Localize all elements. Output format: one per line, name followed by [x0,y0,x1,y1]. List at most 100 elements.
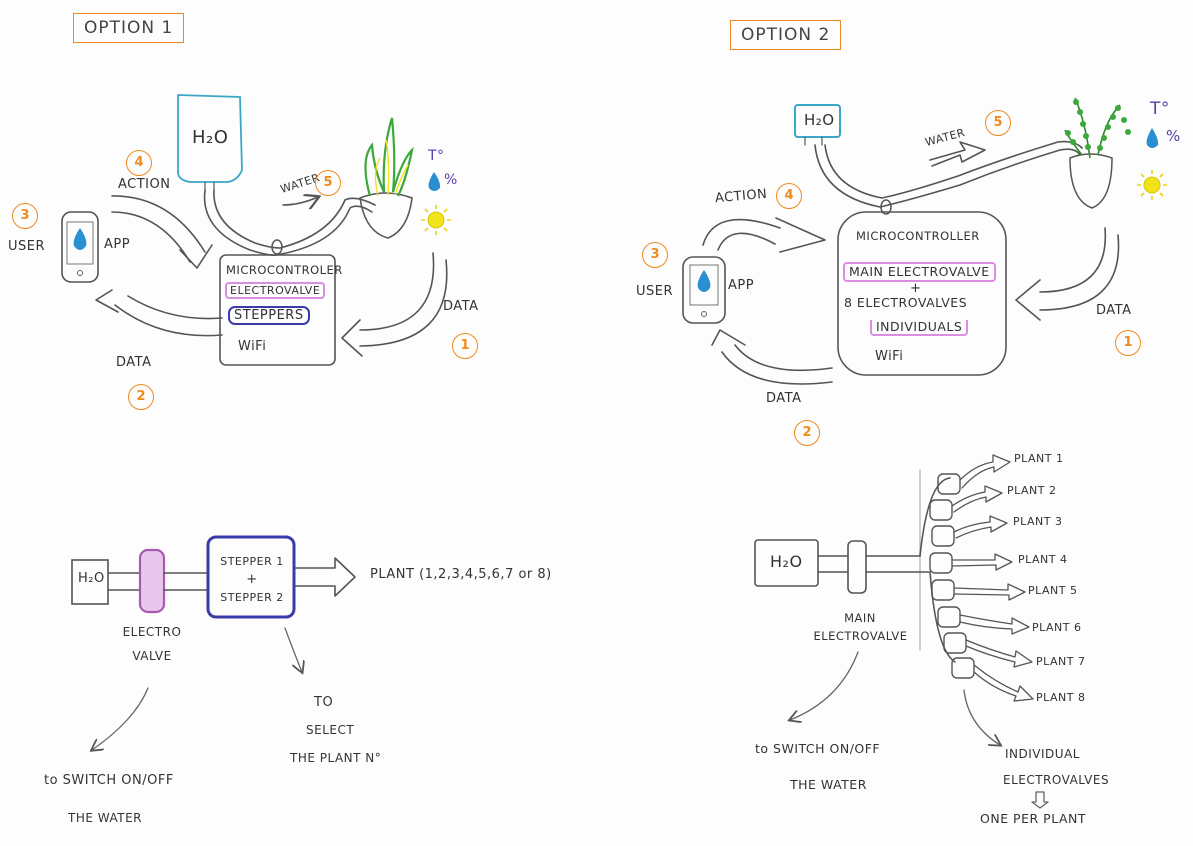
step-4-badge: 4 [126,150,152,176]
flow2-main-label-1: MAIN [844,611,876,625]
data-arrow-to-user [114,304,223,337]
flow2-note-switch-1: to SWITCH ON/OFF [755,741,881,756]
wifi-label-2: WiFi [875,349,904,364]
water-flow-arrow-2 [929,141,986,167]
flow1-valve-label-2: VALVE [132,649,172,663]
plus-label-2: + [910,281,922,296]
electrovalve-flow1 [138,548,166,614]
flow1-note-select-3: THE PLANT N° [290,751,382,765]
flow2-note-indiv-3: ONE PER PLANT [980,811,1086,826]
plant-leaves-icon [1064,97,1131,159]
tank-label: H₂O [192,127,229,148]
main-valve-label-2: MAIN ELECTROVALVE [843,262,996,283]
droplet-icon-2 [1146,128,1159,148]
step-1-badge-2: 1 [1115,330,1141,356]
microcontroller-box [219,254,336,366]
note-arrow-valve [92,687,149,750]
flow1-stepper-1: STEPPER 1 [220,555,284,568]
electrovalve-label: ELECTROVALVE [225,282,326,299]
data-label-right: DATA [443,299,479,314]
flow2-note-indiv-2: ELECTROVALVES [1003,773,1110,787]
humidity-label: % [444,172,458,188]
steppers-highlight: STEPPERS [228,306,310,325]
temperature-label: T° [428,148,445,164]
steppers-label-wrap: STEPPERS [228,306,310,325]
humidity-label-2: % [1166,127,1181,145]
flow2-note-indiv-1: INDIVIDUAL [1005,747,1080,761]
stepper-box [206,535,296,619]
droplet-icon [428,172,441,191]
step-5-badge-2: 5 [985,110,1011,136]
flow1-note-select-2: SELECT [306,723,355,737]
data-arrow-to-user-2 [734,344,833,372]
app-label-2: APP [728,278,755,293]
plant-label-5: PLANT 5 [1028,584,1078,597]
action-label: ACTION [118,177,171,192]
tank-label-2: H₂O [804,111,835,129]
flow1-stepper-2: STEPPER 2 [220,591,284,604]
plant-arrow-flow1 [295,557,356,597]
phone-icon [61,211,99,283]
action-arrow [111,195,206,253]
data-label-left: DATA [116,355,152,370]
step-3-badge-2: 3 [642,242,668,268]
down-arrow [1031,791,1049,809]
flow2-main-label-2: ELECTROVALVE [813,629,908,643]
user-label-2: USER [636,284,674,299]
sun-icon [421,205,451,235]
plant-pot-icon-2 [1069,153,1113,209]
phone-icon-2 [682,256,726,324]
temperature-label-2: T° [1150,99,1170,119]
tube-tank-to-box-2 [814,144,1081,208]
step-4-badge-2: 4 [776,183,802,209]
eight-valves-label-2: 8 ELECTROVALVES [844,295,968,310]
note-arrow-main [790,651,859,720]
flow1-h2o-label: H₂O [78,571,105,586]
plant-label-6: PLANT 6 [1032,621,1082,634]
plant-label-1: PLANT 1 [1014,452,1064,465]
option-2-title: OPTION 2 [730,20,842,50]
wifi-label: WiFi [238,339,267,354]
electrovalve-highlight: ELECTROVALVE [225,282,326,299]
flow1-stepper-plus: + [246,572,258,587]
plant-label-8: PLANT 8 [1036,691,1086,704]
data-arrow-to-box-2 [1039,227,1107,293]
flow1-note-select-1: TO [314,695,334,710]
data-arrow-to-box [359,252,435,331]
micro-label: MICROCONTROLER [226,263,343,277]
tube-box-to-plant [279,197,376,249]
option-1-title: OPTION 1 [73,13,185,43]
app-label: APP [104,237,131,252]
sun-icon-2 [1137,170,1167,200]
plant-pot-icon [359,192,413,239]
data-label-right-2: DATA [1096,303,1132,318]
individuals-label-2: INDIVIDUALS [870,319,969,337]
h2o-box-flow1 [71,559,109,605]
flow1-note-switch-1: to SWITCH ON/OFF [44,773,174,788]
step-2-badge: 2 [128,384,154,410]
note-arrow-indiv [963,689,1000,745]
step-2-badge-2: 2 [794,420,820,446]
flow1-note-switch-2: THE WATER [68,811,142,825]
flow1-plant-label: PLANT (1,2,3,4,5,6,7 or 8) [370,567,552,582]
data-label-left-2: DATA [766,391,802,406]
plant-label-3: PLANT 3 [1013,515,1063,528]
step-5-badge: 5 [315,170,341,196]
flow2-note-switch-2: THE WATER [790,777,867,792]
h2o-box-flow2 [754,539,819,587]
individual-valves [929,473,975,679]
step-1-badge: 1 [452,333,478,359]
plant-label-4: PLANT 4 [1018,553,1068,566]
plant-arrows [951,454,1034,702]
flow1-valve-label-1: ELECTRO [122,625,182,639]
microcontroller-box-2 [837,211,1007,376]
note-arrow-stepper [284,627,302,672]
step-3-badge: 3 [12,203,38,229]
user-label: USER [8,239,46,254]
water-tank-icon [177,94,243,183]
plant-label-7: PLANT 7 [1036,655,1086,668]
plant-label-2: PLANT 2 [1007,484,1057,497]
action-arrow-2 [702,218,781,246]
